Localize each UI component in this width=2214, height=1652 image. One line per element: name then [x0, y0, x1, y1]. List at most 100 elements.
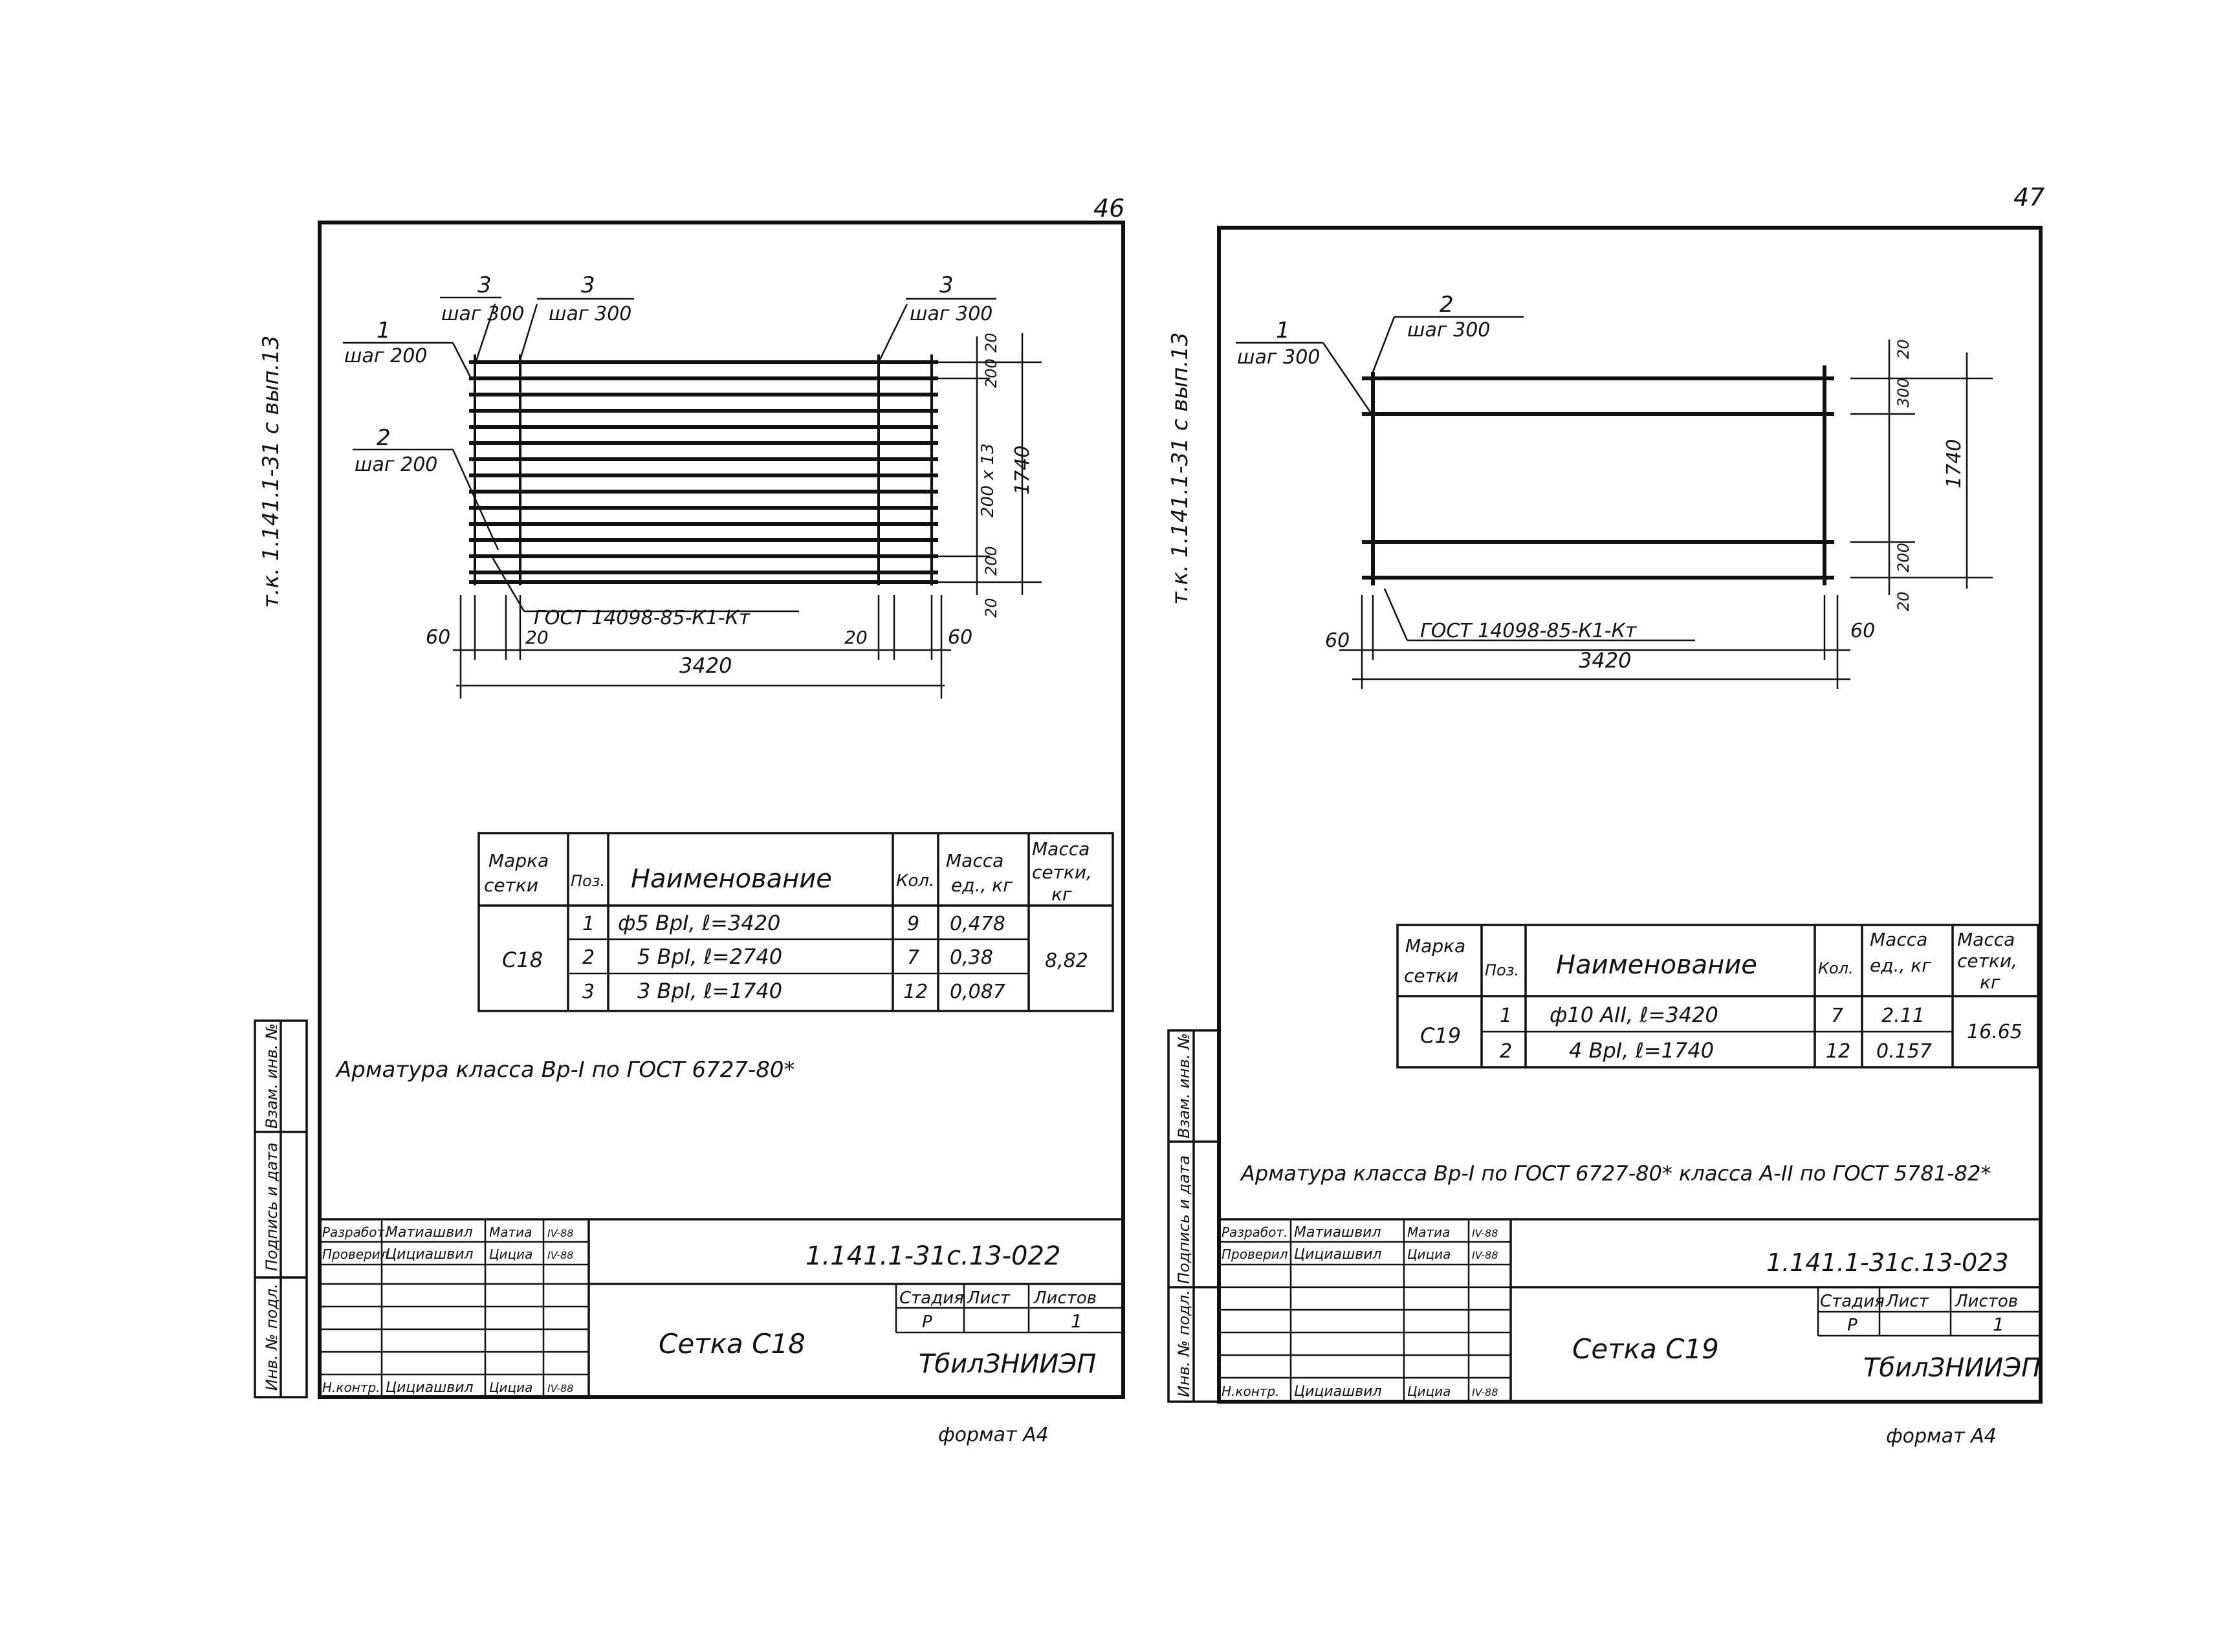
stage-header: Стадия: [899, 1288, 964, 1308]
drawing-title: Сетка С18: [659, 1328, 806, 1360]
tb-role: Проверил: [322, 1246, 389, 1262]
callout-step: шаг 300: [910, 303, 992, 325]
th-net-mass: кг: [1051, 884, 1072, 905]
callout-number: 2: [377, 425, 391, 451]
callouts: 1 шаг 300 2 шаг 300 ГОСТ 14098-85-К1-Кт: [1236, 292, 1695, 642]
title-block: Разработ. Матиашвил Матиа IV-88 Проверил…: [318, 1218, 1124, 1398]
callout-step: шаг 200: [355, 453, 437, 476]
cell-name: ф5 ВрI, ℓ=3420: [618, 911, 780, 935]
dim-label: 1740: [1943, 439, 1966, 488]
dim-label: 20: [1894, 591, 1913, 611]
cell-qty: 7: [1831, 1005, 1843, 1027]
th-net-mass: Масса: [1957, 929, 2015, 950]
th-mark: сетки: [484, 875, 538, 896]
format-label: формат А4: [938, 1424, 1049, 1446]
spec-table: Марка сетки Поз. Наименование Кол. Масса…: [477, 832, 1114, 1012]
th-unit-mass: Масса: [946, 850, 1003, 871]
stage-header: Стадия: [1820, 1292, 1885, 1311]
callout-step: шаг 300: [1237, 346, 1320, 369]
side-label: Взам. инв. №: [1175, 1033, 1193, 1138]
side-label: Взам. инв. №: [263, 1023, 281, 1129]
organization: ТбилЗНИИЭП: [1863, 1353, 2041, 1383]
cell-net-mass: 8,82: [1045, 950, 1088, 972]
tb-date: IV-88: [1472, 1249, 1498, 1261]
gost-note: ГОСТ 14098-85-К1-Кт: [534, 607, 751, 629]
tb-role: Разработ.: [1222, 1224, 1288, 1240]
dim-label: 200: [982, 546, 1000, 576]
cell-pos: 2: [1500, 1040, 1512, 1063]
tb-role: Н.контр.: [1222, 1384, 1280, 1399]
sheets-value: 1: [1071, 1310, 1082, 1332]
dim-label: 1740: [1011, 446, 1034, 495]
mesh-drawing-c18: [469, 354, 938, 585]
tb-name: Цициашвил: [386, 1380, 474, 1396]
sheet-header: Лист: [967, 1288, 1011, 1308]
dim-label: 20: [982, 332, 1000, 353]
th-net-mass: Масса: [1032, 838, 1090, 860]
sheet-47: 47 т.к. 1.141.1-31 с вып.13 1 шаг 300 2 …: [1167, 183, 2044, 1448]
th-net-mass: кг: [1980, 972, 2000, 993]
page-number: 46: [1093, 194, 1124, 223]
callout-number: 1: [1276, 318, 1290, 343]
dim-label: 20: [1894, 339, 1913, 359]
cell-mass: 0.157: [1876, 1040, 1932, 1063]
th-name: Наименование: [631, 864, 832, 894]
cell-name: 5 ВрI, ℓ=2740: [637, 944, 782, 969]
tb-name: Цициашвил: [386, 1246, 474, 1263]
tb-sign: Цициа: [489, 1246, 532, 1262]
stage-value: Р: [922, 1312, 932, 1332]
gost-note: ГОСТ 14098-85-К1-Кт: [1420, 620, 1638, 642]
th-name: Наименование: [1556, 950, 1757, 980]
tb-date: IV-88: [1472, 1386, 1498, 1398]
cell-qty: 12: [1826, 1040, 1850, 1063]
tb-role: Н.контр.: [322, 1380, 380, 1395]
dim-label: 20: [844, 627, 868, 648]
tb-sign: Цициа: [1407, 1384, 1451, 1399]
dim-label: 200 x 13: [978, 443, 998, 517]
tb-sign: Матиа: [489, 1224, 532, 1240]
callout-number: 2: [1440, 292, 1454, 318]
tb-sign: Цициа: [1407, 1246, 1451, 1262]
dim-label: 60: [426, 626, 450, 649]
cell-mass: 2.11: [1881, 1005, 1925, 1027]
th-net-mass: сетки,: [1032, 862, 1092, 883]
cell-qty: 7: [907, 946, 919, 969]
reinforcement-note: Арматура класса Вр-I по ГОСТ 6727-80*: [335, 1057, 795, 1083]
side-label: Инв. № подл.: [1175, 1290, 1193, 1397]
cell-name: 4 ВрI, ℓ=1740: [1569, 1038, 1714, 1063]
callout-number: 1: [377, 318, 391, 343]
drawing-code: 1.141.1-31с.13-022: [806, 1241, 1060, 1271]
drawing-title: Сетка С19: [1572, 1333, 1719, 1365]
sheet-header: Лист: [1885, 1292, 1929, 1311]
mesh-drawing-c19: [1362, 365, 1834, 585]
dim-label: 3420: [1579, 648, 1631, 673]
dim-label: 3420: [679, 653, 732, 678]
tb-date: IV-88: [1472, 1227, 1498, 1239]
sheets-value: 1: [1993, 1314, 2004, 1335]
cell-pos: 1: [1500, 1005, 1512, 1027]
series-label: т.к. 1.141.1-31 с вып.13: [1167, 332, 1193, 605]
drawing-code: 1.141.1-31с.13-023: [1766, 1248, 2009, 1277]
reinforcement-note: Арматура класса Вр-I по ГОСТ 6727-80* кл…: [1240, 1161, 1991, 1186]
th-mark: сетки: [1404, 965, 1458, 986]
sheets-header: Листов: [1955, 1292, 2018, 1311]
side-label: Подпись и дата: [1175, 1155, 1193, 1284]
dim-label: 60: [1850, 620, 1875, 642]
dim-label: 200: [1894, 543, 1913, 572]
sheet-46: 46 т.к. 1.141.1-31 с вып.13: [254, 194, 1125, 1446]
tb-role: Разработ.: [322, 1224, 388, 1240]
callout-number: 3: [477, 272, 492, 298]
tb-date: IV-88: [547, 1227, 573, 1239]
th-qty: Кол.: [1818, 959, 1854, 977]
th-pos: Поз.: [571, 872, 605, 890]
th-net-mass: сетки,: [1957, 950, 2017, 972]
tb-name: Матиашвил: [1294, 1224, 1381, 1241]
callout-number: 3: [939, 272, 954, 298]
vertical-dimensions: 20 300 1740 200 20: [1850, 339, 1993, 611]
series-label: т.к. 1.141.1-31 с вып.13: [258, 335, 284, 608]
tb-date: IV-88: [547, 1382, 573, 1395]
tb-sign: Матиа: [1407, 1224, 1450, 1240]
page-number: 47: [2013, 183, 2044, 212]
side-label: Подпись и дата: [263, 1142, 281, 1271]
